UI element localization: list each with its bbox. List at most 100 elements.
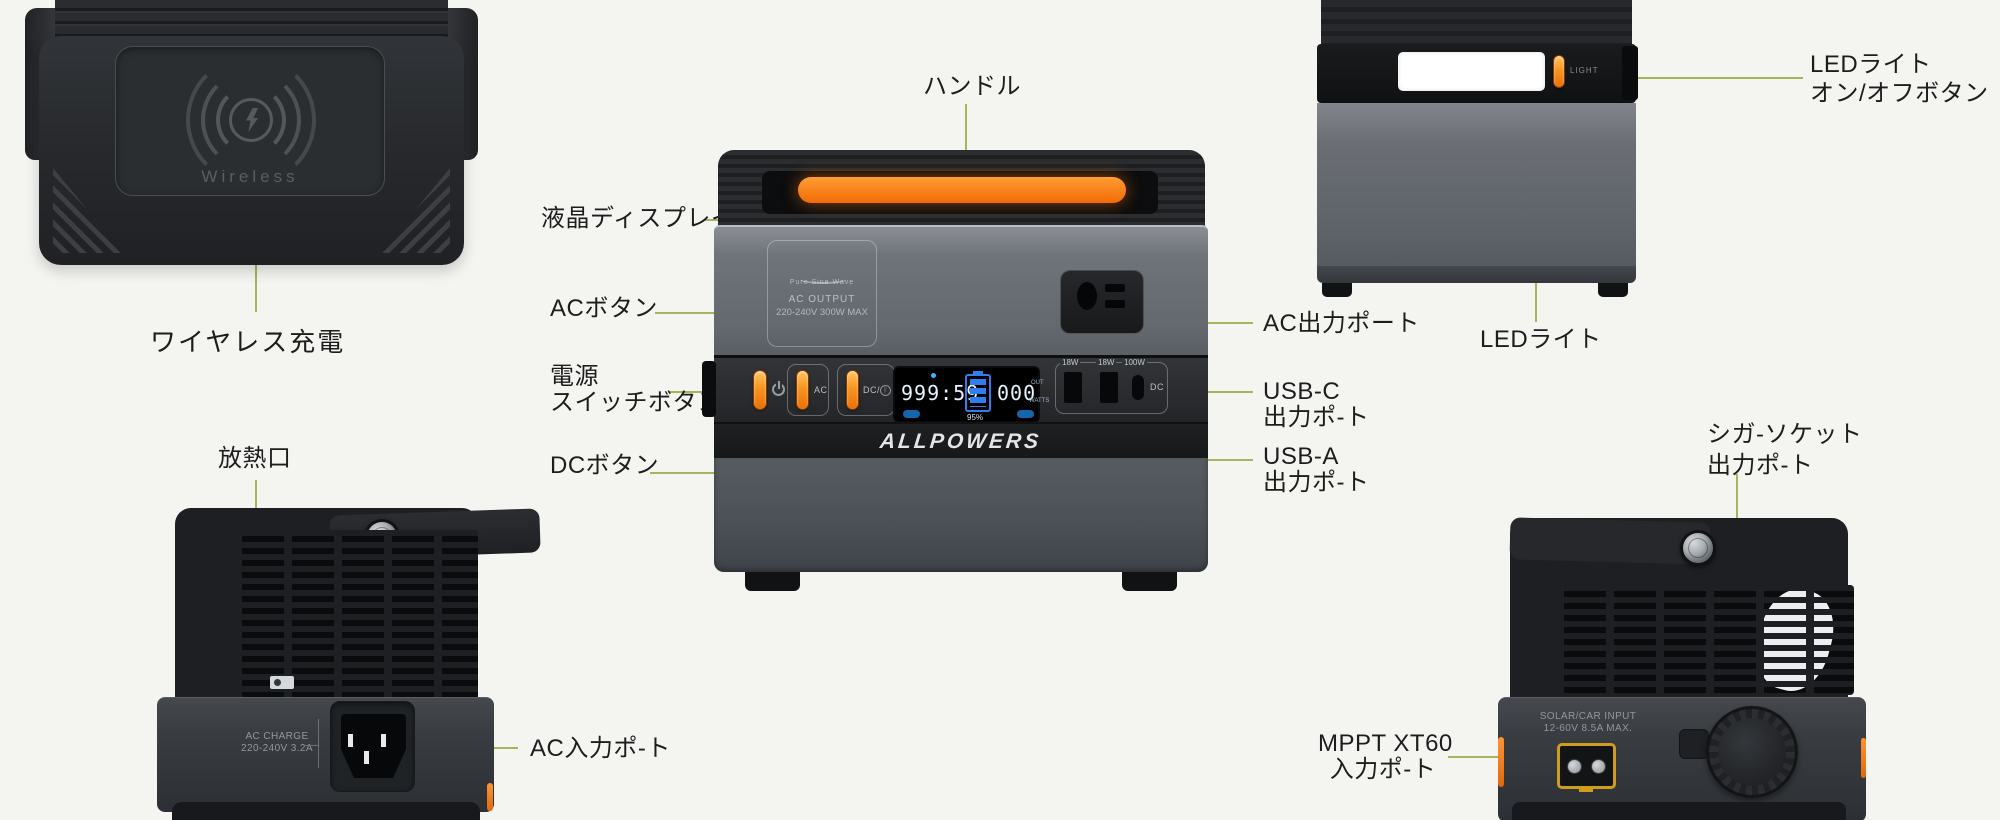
led-light-button-label: LIGHT bbox=[1570, 66, 1599, 75]
rear-ac-lower: AC CHARGE 220-240V 3.2A bbox=[157, 697, 494, 812]
label-led-button: LEDライト オン/オフボタン bbox=[1810, 50, 1989, 108]
ac-outlet-hole-round bbox=[1077, 282, 1097, 310]
ac-outlet-port bbox=[1060, 270, 1144, 334]
rear-dc-vents bbox=[1564, 585, 1854, 695]
handle-led-bar bbox=[798, 177, 1126, 203]
xt60-notch bbox=[1579, 787, 1593, 792]
spec-divider-tick bbox=[304, 745, 318, 746]
xt60-pin-right bbox=[1591, 759, 1606, 774]
dc-button-label: DC/ bbox=[863, 385, 880, 395]
ac-outlet-hole-top bbox=[1105, 284, 1125, 292]
view-led-side: LIGHT bbox=[1315, 0, 1638, 297]
rear-ac-vents bbox=[242, 530, 478, 698]
label-usb-a: USB-A 出力ポ-ト bbox=[1263, 444, 1370, 496]
side-accent-orange bbox=[487, 783, 493, 811]
sine-wave-text: Pure Sine Wave bbox=[789, 279, 855, 286]
label-mppt-line2: 入力ポ-ト bbox=[1329, 756, 1437, 783]
usb-c-port bbox=[1132, 375, 1144, 400]
ac-button-group: AC bbox=[787, 364, 829, 416]
ac-input-port bbox=[330, 701, 415, 792]
view-front: Pure Sine Wave AC OUTPUT 220-240V 300W M… bbox=[702, 150, 1208, 592]
ac-button bbox=[796, 370, 809, 410]
cig-socket-cover bbox=[1718, 718, 1786, 786]
vent-columns-2 bbox=[1564, 585, 1854, 695]
front-control-strip: AC DC/ ᛒ 999:59 95% 000 OUT WATTS bbox=[702, 355, 1208, 423]
led-side-handle bbox=[1321, 0, 1632, 46]
cig-socket-port bbox=[1706, 706, 1798, 798]
label-usb-a-line2: 出力ポ-ト bbox=[1263, 469, 1370, 496]
corner-hatch-right bbox=[380, 168, 450, 253]
led-light-panel bbox=[1398, 52, 1545, 91]
label-cig-line2: 出力ポ-ト bbox=[1707, 452, 1814, 479]
power-button bbox=[753, 370, 767, 410]
led-side-knob bbox=[1622, 46, 1638, 100]
led-side-body bbox=[1317, 103, 1636, 266]
label-power-button-line2: スイッチボタン bbox=[550, 389, 722, 416]
battery-icon bbox=[965, 374, 991, 412]
wireless-pad-surface: Wireless bbox=[115, 46, 385, 196]
label-power-button: 電源 スイッチボタン bbox=[550, 364, 722, 416]
rear-ac-top bbox=[175, 508, 541, 698]
solar-input-spec-line2: 12-60V 8.5A MAX. bbox=[1543, 723, 1633, 734]
vent-marking bbox=[270, 676, 294, 689]
lcd-watts-unit: WATTS bbox=[1029, 398, 1050, 404]
label-wireless-charging: ワイヤレス充電 bbox=[150, 327, 346, 357]
battery-fill bbox=[970, 379, 986, 407]
label-usb-c-line2: 出力ポ-ト bbox=[1263, 404, 1370, 431]
lcd-out-label: OUT bbox=[1031, 380, 1044, 386]
front-handle-frame bbox=[718, 150, 1205, 226]
ac-inlet-pin-center bbox=[364, 751, 369, 764]
view-rear-ac: AC CHARGE 220-240V 3.2A bbox=[157, 508, 541, 820]
wireless-arc-right-3 bbox=[186, 55, 316, 185]
spec-divider bbox=[318, 719, 319, 768]
usb-c-wattage: 100W bbox=[1122, 358, 1147, 367]
side-accent-orange-left bbox=[1498, 737, 1504, 787]
label-ac-button: ACボタン bbox=[550, 295, 658, 322]
ac-output-title: AC OUTPUT bbox=[788, 294, 856, 305]
ac-charge-spec-line1: AC CHARGE bbox=[245, 731, 309, 742]
led-side-foot-right bbox=[1598, 283, 1628, 297]
battery-cap bbox=[973, 371, 983, 375]
label-cig-socket: シガ-ソケット 出力ポ-ト bbox=[1707, 419, 1863, 481]
led-band: LIGHT bbox=[1317, 44, 1638, 103]
front-foot-right bbox=[1122, 572, 1177, 591]
sine-wave-icon bbox=[800, 275, 846, 284]
usb-a-port-1 bbox=[1064, 372, 1082, 403]
label-cig-line1: シガ-ソケット bbox=[1707, 421, 1863, 448]
label-ac-output: AC出力ポート bbox=[1263, 310, 1420, 337]
hinge-screw-2 bbox=[1680, 530, 1716, 566]
label-usb-c-line1: USB-C bbox=[1263, 378, 1341, 405]
wireless-pad-body: Wireless bbox=[39, 36, 464, 265]
rear-dc-lower: SOLAR/CAR INPUT 12-60V 8.5A MAX. bbox=[1498, 697, 1866, 820]
corner-hatch-left bbox=[53, 168, 123, 253]
vent-columns bbox=[242, 530, 478, 698]
xt60-input-port bbox=[1557, 743, 1616, 792]
solar-input-spec: SOLAR/CAR INPUT 12-60V 8.5A MAX. bbox=[1528, 711, 1648, 735]
ac-output-spec: 220-240V 300W MAX bbox=[776, 307, 868, 318]
front-foot-left bbox=[745, 572, 800, 591]
usb-a-port-2 bbox=[1100, 372, 1118, 403]
wireless-pad-text: Wireless bbox=[201, 167, 299, 186]
side-accent-orange-right bbox=[1861, 738, 1866, 778]
label-led-button-line2: オン/オフボタン bbox=[1810, 80, 1989, 107]
lcd-indicator-right bbox=[1017, 410, 1034, 418]
lcd-bluetooth-dot bbox=[931, 373, 936, 378]
usb-a2-wattage: 18W bbox=[1096, 358, 1117, 367]
label-ac-input: AC入力ポ-ト bbox=[530, 735, 671, 762]
label-mppt: MPPT XT60 入力ポ-ト bbox=[1318, 731, 1452, 783]
ac-inlet-pin-left bbox=[348, 734, 353, 747]
lcd-indicator-left bbox=[903, 410, 920, 418]
label-led-light: LEDライト bbox=[1480, 326, 1602, 353]
label-vent: 放熱口 bbox=[218, 445, 292, 472]
lcd-display: 999:59 95% 000 OUT WATTS bbox=[893, 366, 1049, 423]
socket-cover-tab bbox=[1679, 729, 1709, 759]
lcd-watts: 000 bbox=[997, 381, 1037, 405]
rear-ac-base bbox=[172, 802, 480, 820]
solar-input-spec-line1: SOLAR/CAR INPUT bbox=[1539, 711, 1637, 722]
label-led-button-line1: LEDライト bbox=[1810, 51, 1932, 78]
rear-dc-top bbox=[1509, 517, 1854, 697]
label-usb-a-line1: USB-A bbox=[1263, 443, 1339, 470]
power-icon-stem bbox=[777, 381, 780, 389]
vent-marking-dot bbox=[274, 679, 281, 686]
